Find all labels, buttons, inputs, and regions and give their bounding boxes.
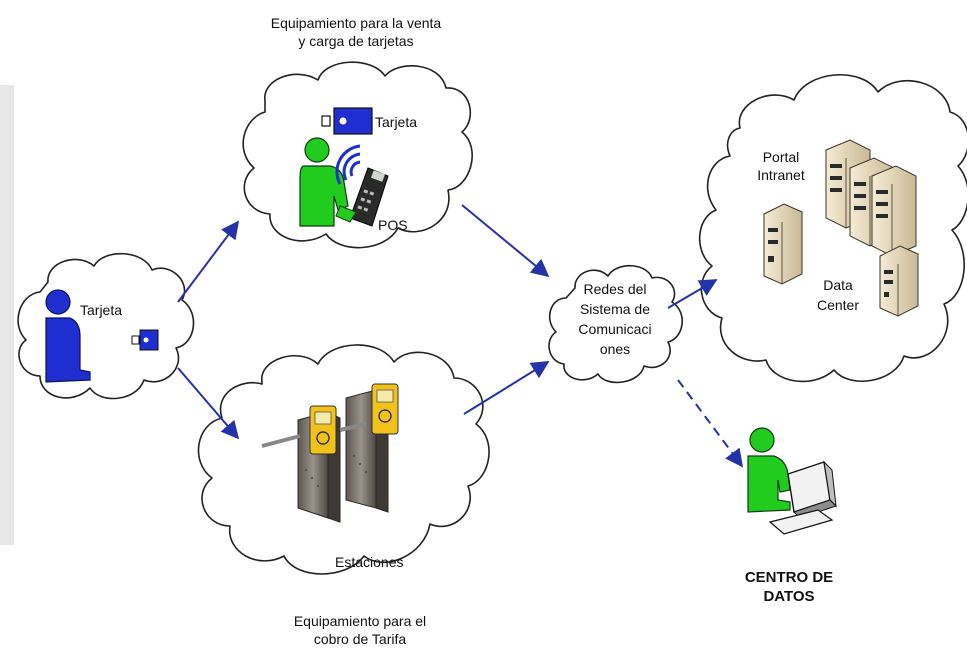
sales-equipment-caption: Equipamiento para la venta y carga de ta…: [270, 15, 442, 49]
arrow-sales-to-network: [461, 204, 550, 278]
user-card-label: Tarjeta: [80, 302, 123, 318]
person-icon: [45, 289, 91, 383]
fare-collection-caption: Equipamiento para el cobro de Tarifa: [293, 613, 427, 647]
edge-shadow: [0, 85, 14, 545]
cloud-data-center: [698, 73, 967, 383]
card-icon: [321, 107, 373, 135]
card-label: Tarjeta: [375, 114, 418, 130]
data-office-label: CENTRO DE DATOS: [744, 569, 834, 605]
cloud-stations: [197, 344, 490, 575]
pos-terminal-icon: [335, 167, 389, 227]
arrow-network-to-datacenter: [667, 279, 718, 309]
server-icon: [763, 203, 803, 285]
arrow-user-to-sales: [177, 220, 240, 303]
computer-icon: [768, 460, 837, 535]
server-icon: [871, 165, 917, 257]
portal-intranet-label: Portal Intranet: [757, 149, 805, 183]
connection-arrows: [177, 204, 744, 468]
cloud-user-card: [17, 252, 195, 400]
arrow-network-to-data-office: [677, 379, 744, 468]
person-icon: [747, 427, 791, 513]
arrow-user-to-stations: [177, 367, 240, 440]
data-center-label: Data Center: [816, 277, 860, 313]
turnstile-icon: [261, 383, 399, 523]
server-icon: [879, 245, 919, 317]
pos-label: POS: [378, 217, 408, 233]
stations-label: Estaciones: [335, 554, 404, 570]
card-icon: [131, 329, 159, 351]
arrow-stations-to-network: [463, 361, 550, 415]
communication-network-label: Redes del Sistema de Comunicaci ones: [578, 281, 652, 357]
cloud-communication-network: [548, 264, 683, 384]
wireless-signal-icon: [335, 144, 361, 185]
